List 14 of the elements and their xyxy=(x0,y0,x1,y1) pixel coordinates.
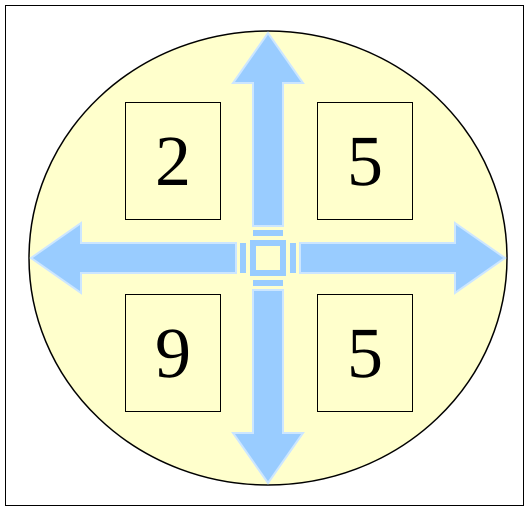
arrow xyxy=(231,280,305,485)
digit: 5 xyxy=(347,125,383,197)
circle xyxy=(28,30,508,486)
digit-box xyxy=(125,102,221,220)
digit: 2 xyxy=(155,125,191,197)
arrow xyxy=(231,31,305,236)
digit: 9 xyxy=(155,317,191,389)
digit-box xyxy=(317,102,413,220)
arrow xyxy=(290,221,507,295)
arrow xyxy=(29,221,246,295)
center-square xyxy=(250,240,286,276)
digit-box xyxy=(317,294,413,412)
digit: 5 xyxy=(347,317,383,389)
digit-box xyxy=(125,294,221,412)
